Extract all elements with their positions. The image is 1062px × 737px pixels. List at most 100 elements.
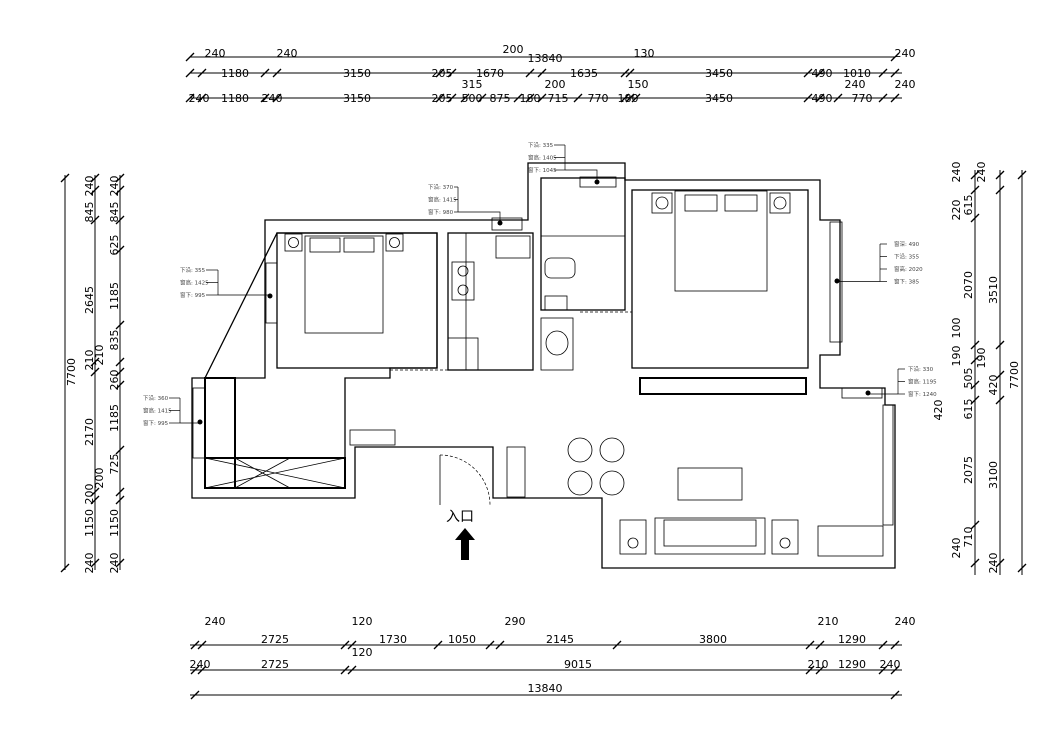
dimension-tick xyxy=(347,640,357,650)
window-note-line: 窗下: 980 xyxy=(428,208,454,216)
window-marker-icon xyxy=(865,390,871,396)
dimension-label: 835 xyxy=(108,330,121,351)
dimension-tick xyxy=(185,93,195,103)
dimension-tick xyxy=(612,640,622,650)
dimension-label: 1010 xyxy=(843,67,871,80)
dimension-label: 100 xyxy=(950,318,963,339)
dimension-label: 1185 xyxy=(108,404,121,432)
dimension-label: 2075 xyxy=(962,456,975,484)
dimension-tick xyxy=(803,93,813,103)
dimension-label: 240 xyxy=(975,162,988,183)
dimension-tick xyxy=(90,367,100,377)
dimension-tick xyxy=(447,93,457,103)
dimension-tick xyxy=(197,68,207,78)
dimension-label: 240 xyxy=(277,47,298,60)
dimension-tick xyxy=(805,665,815,675)
entrance-arrow-icon xyxy=(455,528,475,560)
dimension-label: 710 xyxy=(962,527,975,548)
lamp-icon xyxy=(655,196,669,210)
cabinet xyxy=(204,457,346,489)
dimension-label: 1180 xyxy=(221,92,249,105)
dimension-label: 490 xyxy=(812,67,833,80)
wardrobe xyxy=(639,377,807,395)
kitchen-counter xyxy=(447,232,467,371)
dimension-label: 190 xyxy=(975,348,988,369)
dimension-label: 240 xyxy=(83,176,96,197)
dimension-tick xyxy=(995,185,1005,195)
dimension-tick xyxy=(805,640,815,650)
dimension-tick xyxy=(970,340,980,350)
dimension-label: 1670 xyxy=(476,67,504,80)
nightstand-icon xyxy=(284,233,303,252)
dimension-label: 770 xyxy=(852,92,873,105)
dimension-tick xyxy=(890,690,900,700)
dimension-label: 120 xyxy=(352,615,373,628)
window-note-line: 窗高: 1195 xyxy=(908,378,937,386)
window-note-line: 窗深: 490 xyxy=(894,240,920,248)
dimension-label: 625 xyxy=(108,235,121,256)
side-table xyxy=(619,519,647,555)
pillow-icon xyxy=(724,194,758,212)
dimension-label: 1150 xyxy=(108,509,121,537)
lamp-icon xyxy=(288,237,299,248)
dimension-tick xyxy=(115,173,125,183)
dimension-label: 2170 xyxy=(83,418,96,446)
dimension-tick xyxy=(878,640,888,650)
washbasin-area xyxy=(540,317,574,371)
dimension-tick xyxy=(625,93,635,103)
dimension-tick xyxy=(833,93,843,103)
nightstand-icon xyxy=(769,192,791,214)
sofa-seat xyxy=(663,519,757,547)
window-living xyxy=(882,404,894,526)
dimension-label: 3450 xyxy=(705,67,733,80)
dimension-tick xyxy=(460,93,470,103)
dimension-tick xyxy=(513,93,523,103)
dimension-tick xyxy=(90,215,100,225)
dimension-tick xyxy=(878,93,888,103)
dimension-tick xyxy=(347,665,357,675)
washbasin-icon xyxy=(545,330,569,356)
dimension-tick xyxy=(537,93,547,103)
dimension-label: 240 xyxy=(845,78,866,91)
dimension-tick xyxy=(185,68,195,78)
dimension-tick xyxy=(631,93,641,103)
dimension-label: 205 xyxy=(432,67,453,80)
dimension-label: 240 xyxy=(880,658,901,671)
dimension-label: 845 xyxy=(108,202,121,223)
dimension-tick xyxy=(260,93,270,103)
coffee-table xyxy=(677,467,743,501)
dimension-tick xyxy=(890,665,900,675)
dimension-tick xyxy=(970,395,980,405)
window-note-line: 窗下: 995 xyxy=(180,291,206,299)
dimension-tick xyxy=(90,173,100,183)
dimension-tick xyxy=(625,68,635,78)
window-balcony xyxy=(841,387,883,399)
dimension-label: 210 xyxy=(83,350,96,371)
dimension-label: 13840 xyxy=(528,682,563,695)
dimension-tick xyxy=(1017,170,1027,180)
window-bedroom-1 xyxy=(265,262,278,324)
sofa xyxy=(654,517,766,555)
dimension-label: 13840 xyxy=(528,52,563,65)
dimension-tick xyxy=(995,340,1005,350)
side-table xyxy=(771,519,799,555)
dimension-tick xyxy=(970,558,980,568)
window-note-line: 窗高: 1425 xyxy=(180,279,209,287)
dimension-label: 240 xyxy=(205,47,226,60)
dimension-tick xyxy=(115,445,125,455)
dimension-label: 315 xyxy=(462,78,483,91)
dimension-label: 1180 xyxy=(221,67,249,80)
window-kitchen xyxy=(491,217,523,231)
dimension-label: 200 xyxy=(503,43,524,56)
dimension-label: 240 xyxy=(108,176,121,197)
dimension-lines xyxy=(60,52,1027,700)
dimension-label: 500 xyxy=(462,92,483,105)
dimension-label: 200 xyxy=(93,468,106,489)
dimension-tick xyxy=(815,665,825,675)
window-note-line: 窗高: 1415 xyxy=(428,196,457,204)
dimension-label: 1290 xyxy=(838,633,866,646)
